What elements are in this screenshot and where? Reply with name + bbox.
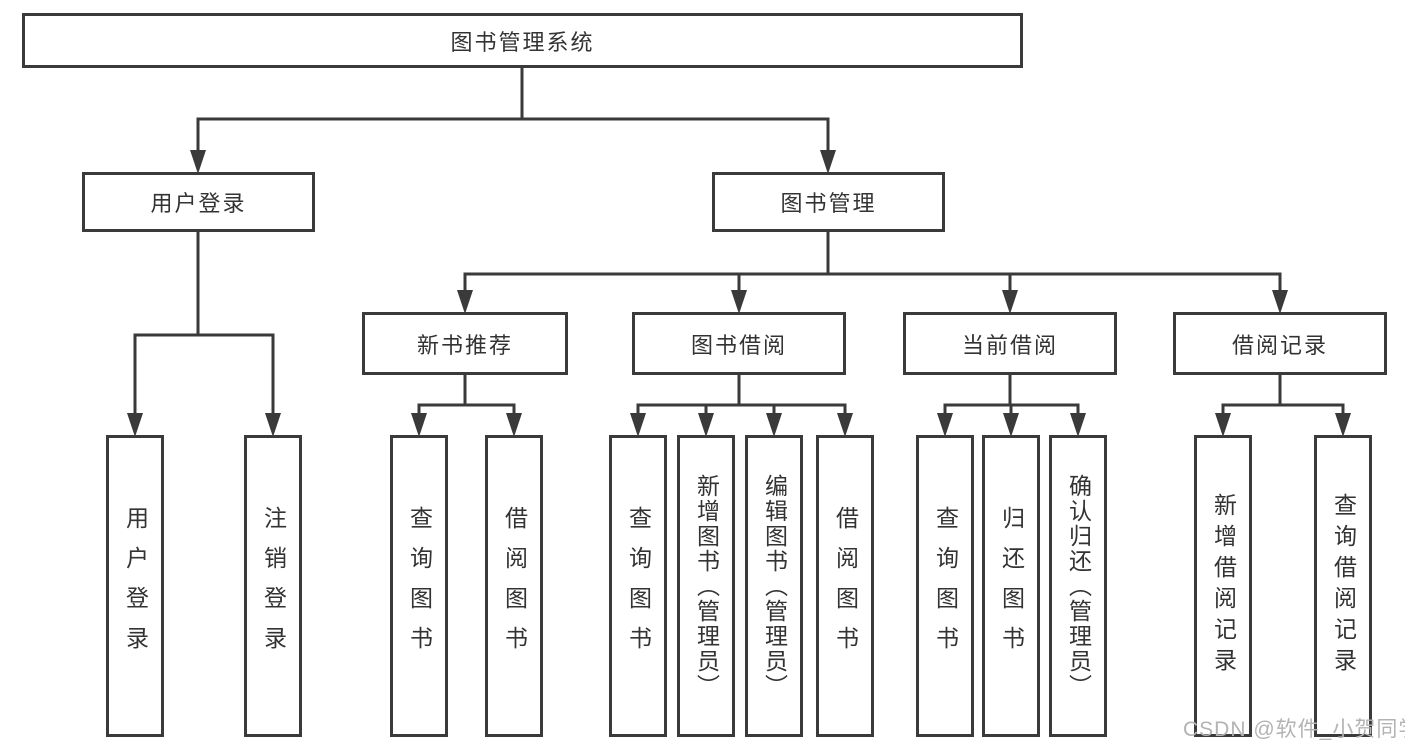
node-label: 新增图书（管理员） xyxy=(693,473,720,699)
node-library-management-system: 图书管理系统 xyxy=(22,13,1023,68)
node-book-borrowing: 图书借阅 xyxy=(632,312,846,375)
node-current-borrowing: 当前借阅 xyxy=(903,312,1117,375)
leaf-recommend-query-books: 查询图书 xyxy=(390,435,448,737)
leaf-current-return-books: 归还图书 xyxy=(982,435,1040,737)
leaf-borrowing-query-books: 查询图书 xyxy=(609,435,667,737)
node-label: 编辑图书（管理员） xyxy=(761,473,788,699)
node-borrowing-records: 借阅记录 xyxy=(1173,312,1387,375)
node-label: 用户登录 xyxy=(150,191,247,216)
node-label: 新书推荐 xyxy=(416,332,513,358)
node-label: 归还图书 xyxy=(998,506,1025,666)
node-label: 确认归还（管理员） xyxy=(1065,473,1092,699)
node-label: 借阅图书 xyxy=(832,506,859,666)
node-label: 当前借阅 xyxy=(961,332,1058,358)
node-label: 注销登录 xyxy=(260,506,287,666)
node-user-login: 用户登录 xyxy=(82,172,315,232)
node-label: 查询图书 xyxy=(406,506,433,666)
node-new-book-recommendation: 新书推荐 xyxy=(362,312,568,375)
node-book-management: 图书管理 xyxy=(712,172,945,232)
node-label: 图书借阅 xyxy=(690,332,787,358)
node-label: 查询图书 xyxy=(625,506,652,666)
leaf-user-login: 用户登录 xyxy=(106,435,164,737)
leaf-borrowing-edit-books-admin: 编辑图书（管理员） xyxy=(745,435,803,737)
leaf-current-confirm-return-admin: 确认归还（管理员） xyxy=(1049,435,1107,737)
node-label: 查询借阅记录 xyxy=(1330,493,1357,679)
node-label: 查询图书 xyxy=(932,506,959,666)
csdn-watermark: CSDN @软件_小贺同学 xyxy=(1183,718,1405,741)
leaf-borrowing-borrow-books: 借阅图书 xyxy=(816,435,874,737)
leaf-records-query-borrow-record: 查询借阅记录 xyxy=(1314,435,1372,737)
node-label: 借阅图书 xyxy=(501,506,528,666)
node-label: 用户登录 xyxy=(122,506,149,666)
leaf-borrowing-add-books-admin: 新增图书（管理员） xyxy=(677,435,735,737)
leaf-logout: 注销登录 xyxy=(244,435,302,737)
node-label: 新增借阅记录 xyxy=(1210,493,1237,679)
node-label: 图书管理系统 xyxy=(450,29,595,55)
leaf-current-query-books: 查询图书 xyxy=(916,435,974,737)
node-label: 图书管理 xyxy=(780,191,877,216)
leaf-recommend-borrow-books: 借阅图书 xyxy=(485,435,543,737)
leaf-records-add-borrow-record: 新增借阅记录 xyxy=(1194,435,1252,737)
node-label: 借阅记录 xyxy=(1231,332,1328,358)
